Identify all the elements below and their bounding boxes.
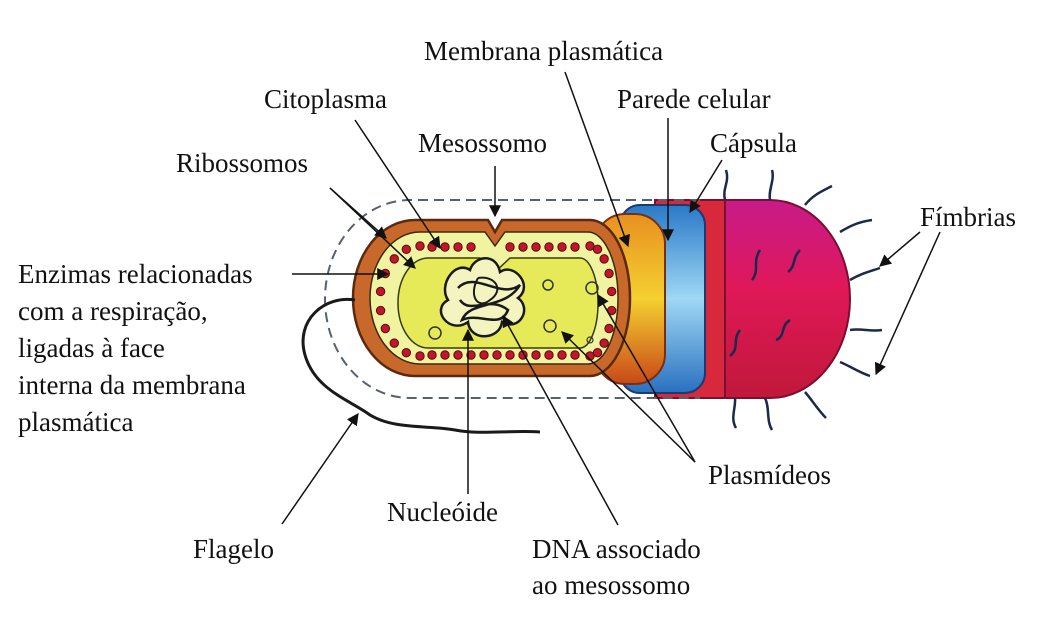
label-enzimas-4: interna da membrana (18, 370, 246, 400)
label-fimbrias: Fímbrias (920, 202, 1016, 232)
ribosomes (375, 241, 617, 361)
ribosome-dot (375, 286, 386, 297)
ribosome-dot (401, 347, 412, 358)
ribosome-dot (440, 350, 450, 360)
ribosome-dot (415, 241, 425, 251)
ribosome-dot (505, 242, 515, 252)
ribosome-dot (557, 242, 567, 252)
ribosome-dot (466, 242, 476, 252)
label-dna-2: ao mesossomo (532, 570, 690, 600)
plasmids (428, 279, 599, 344)
ribosome-dot (401, 244, 412, 255)
label-citoplasma: Citoplasma (264, 84, 387, 114)
label-capsula: Cápsula (710, 128, 797, 158)
ribosome-dot (604, 268, 614, 279)
label-plasmideos: Plasmídeos (708, 460, 831, 490)
ribosome-dot (531, 350, 541, 360)
ribosome-dot (599, 338, 609, 348)
label-mesossomo: Mesossomo (418, 128, 547, 158)
ribosome-dot (479, 350, 489, 360)
ribosome-dot (492, 350, 502, 360)
label-enzimas-2: com a respiração, (18, 296, 208, 326)
ribosome-dot (604, 323, 614, 334)
label-parede-celular: Parede celular (617, 84, 771, 114)
ribosome-dot (415, 351, 425, 361)
fimbriae (723, 169, 883, 431)
label-dna-1: DNA associado (532, 534, 701, 564)
label-flagelo: Flagelo (193, 534, 274, 564)
ribosome-dot (544, 242, 554, 252)
label-enzimas-5: plasmática (18, 407, 133, 437)
ribosome-dot (389, 254, 399, 264)
leader-lines (281, 71, 941, 526)
label-nucleoide: Nucleóide (387, 497, 498, 527)
ribosome-dot (375, 305, 386, 316)
ribosome-dot (389, 338, 399, 348)
ribosome-dot (380, 323, 391, 334)
nucleoid (439, 257, 526, 338)
ribosome-dot (557, 350, 567, 360)
flagellum (301, 297, 541, 434)
ribosome-dot (531, 242, 541, 252)
ribosome-dot (606, 286, 617, 297)
ribosome-dot (453, 242, 463, 252)
label-ribossomos: Ribossomos (176, 148, 308, 178)
label-enzimas-3: ligadas à face (18, 333, 165, 363)
ribosome-dot (427, 350, 437, 360)
label-membrana-plasmatica: Membrana plasmática (424, 36, 663, 66)
ribosome-dot (427, 242, 437, 252)
ribosome-dot (518, 242, 528, 252)
ribosome-dot (505, 350, 515, 360)
ribosome-dot (592, 244, 603, 255)
ribosome-dot (453, 350, 463, 360)
ribosome-dot (544, 350, 554, 360)
ribosome-dot (570, 242, 580, 252)
ribosome-dot (440, 242, 450, 252)
label-enzimas-1: Enzimas relacionadas (18, 259, 253, 289)
ribosome-dot (570, 350, 580, 360)
ribosome-dot (466, 350, 476, 360)
ribosome-dot (599, 254, 609, 264)
capsule-outline (324, 199, 700, 399)
